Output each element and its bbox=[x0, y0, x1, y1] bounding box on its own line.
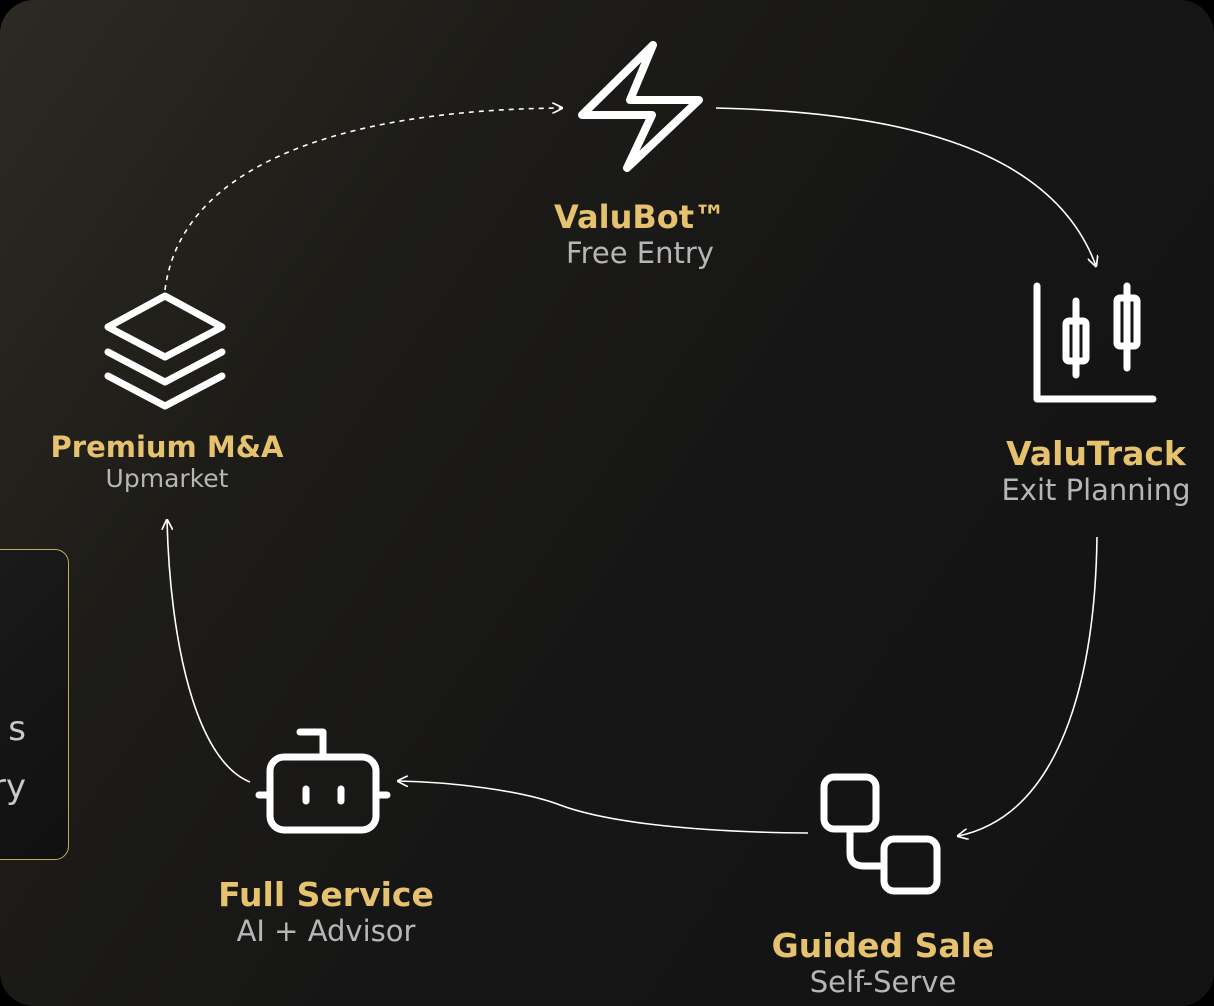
node-premium-ma: Premium M&A Upmarket bbox=[50, 430, 284, 494]
node-subtitle-valutrack: Exit Planning bbox=[1001, 472, 1191, 507]
connector-valutrack-to-guidedsale bbox=[958, 536, 1098, 836]
node-title-valutrack: ValuTrack bbox=[1006, 434, 1186, 473]
side-card-text-1: s bbox=[8, 709, 26, 749]
node-subtitle-full-service: AI + Advisor bbox=[236, 913, 416, 948]
connector-fullservice-to-premium bbox=[167, 520, 251, 783]
node-title-full-service: Full Service bbox=[218, 875, 434, 914]
candlestick-chart-icon bbox=[1033, 282, 1157, 403]
connector-guidedsale-to-fullservice bbox=[398, 781, 809, 834]
node-full-service: Full Service AI + Advisor bbox=[218, 876, 434, 949]
robot-icon bbox=[255, 728, 391, 834]
side-card-text-2: ry bbox=[0, 767, 26, 807]
layers-icon bbox=[104, 292, 226, 410]
connector-valubot-to-valutrack bbox=[715, 107, 1096, 266]
node-title-premium-ma: Premium M&A bbox=[50, 430, 284, 464]
node-valubot: ValuBot™ Free Entry bbox=[554, 199, 726, 271]
node-title-valubot: ValuBot™ bbox=[553, 198, 727, 236]
flow-nodes-icon bbox=[820, 773, 941, 895]
node-guided-sale: Guided Sale Self-Serve bbox=[772, 927, 995, 1000]
node-subtitle-premium-ma: Upmarket bbox=[105, 464, 229, 494]
node-subtitle-valubot: Free Entry bbox=[566, 235, 714, 270]
node-subtitle-guided-sale: Self-Serve bbox=[809, 964, 957, 999]
node-title-guided-sale: Guided Sale bbox=[771, 926, 995, 965]
node-valutrack: ValuTrack Exit Planning bbox=[1001, 435, 1190, 508]
lightning-icon bbox=[578, 41, 703, 172]
side-card: s ry bbox=[0, 549, 69, 860]
connector-premium-to-valubot bbox=[164, 108, 562, 291]
